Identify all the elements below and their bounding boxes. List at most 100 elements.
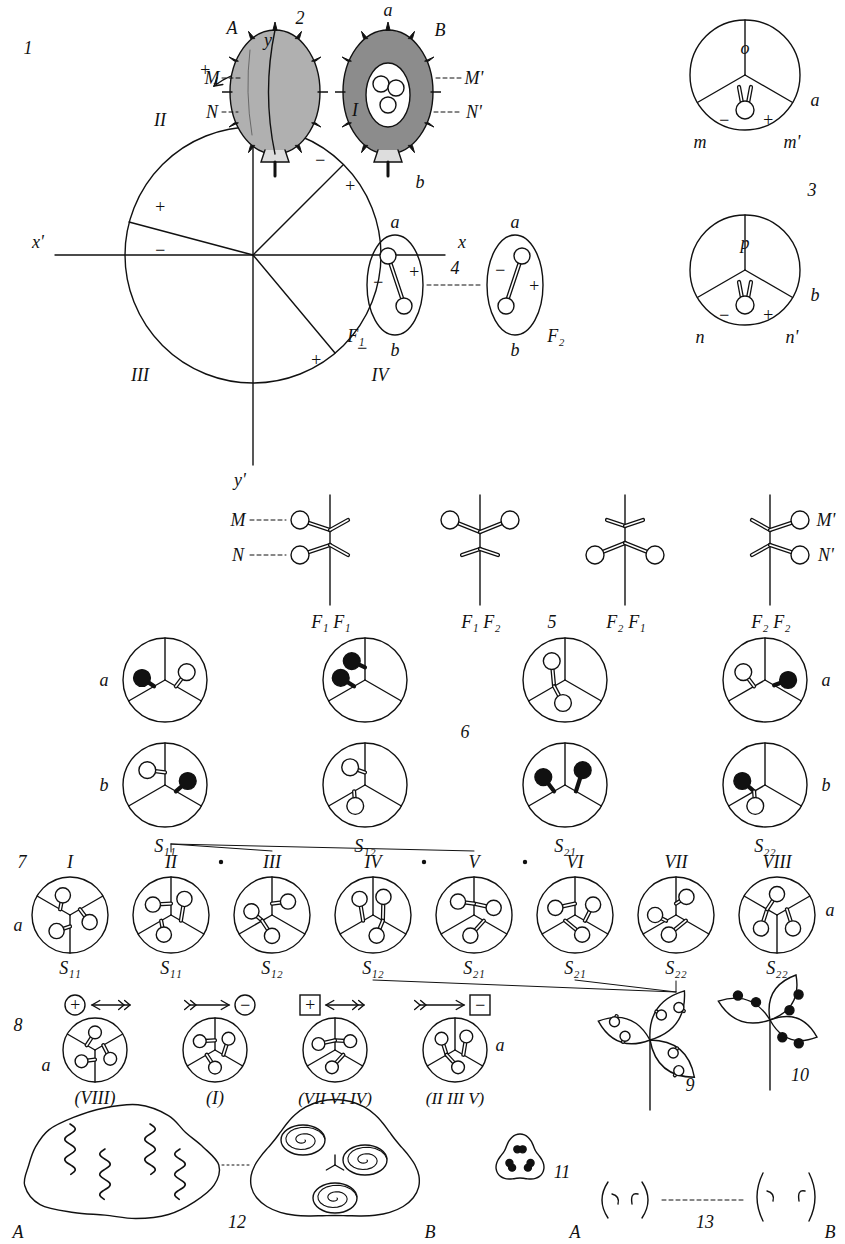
seed <box>674 1002 684 1012</box>
ovary-section <box>323 638 407 722</box>
seed <box>463 928 478 943</box>
figure-label: M' <box>465 69 484 87</box>
fruit <box>230 30 320 154</box>
septum <box>365 680 401 701</box>
spine <box>425 57 434 61</box>
figure-label: F₂ <box>547 327 564 345</box>
arrow-feather <box>359 1001 364 1010</box>
figure-label: F₂ <box>606 613 623 631</box>
embryo-spiral <box>348 1147 387 1169</box>
radius-line <box>129 222 253 255</box>
leader <box>427 285 483 286</box>
funicle <box>752 520 770 530</box>
leader <box>250 520 286 521</box>
seed <box>501 511 519 529</box>
figure-label: m' <box>784 133 801 151</box>
leader <box>250 555 286 556</box>
arrow-feather <box>421 1001 426 1010</box>
figure-label: (I) <box>206 1089 224 1107</box>
seed <box>104 1052 117 1065</box>
spine <box>335 92 345 93</box>
figure-label: (VIII) <box>75 1089 116 1107</box>
figure-label: (VII VI IV) <box>298 1090 372 1107</box>
figure-label: S₂₂ <box>665 959 687 977</box>
arrow-head <box>456 1001 464 1010</box>
ovary-section <box>523 743 607 827</box>
septum <box>675 877 676 915</box>
seed <box>380 248 396 264</box>
seed-filled <box>332 669 349 686</box>
arrow-feather <box>125 1001 130 1010</box>
seed <box>222 1032 235 1045</box>
leader <box>222 1165 252 1166</box>
funicle <box>330 520 348 530</box>
leader <box>662 1200 745 1201</box>
figure-label: − <box>494 261 506 279</box>
shading <box>248 50 252 135</box>
septum <box>271 877 272 915</box>
figure-number: 13 <box>696 1213 714 1231</box>
funicle <box>752 545 770 555</box>
figure-label: − <box>154 241 166 259</box>
septum <box>564 638 565 680</box>
seed <box>264 928 279 943</box>
seed <box>178 664 195 681</box>
figure-label: n <box>696 328 705 346</box>
septum <box>454 1018 455 1050</box>
septum <box>171 915 204 934</box>
figure-label: F₁ <box>333 613 350 631</box>
figure-number: 10 <box>791 1066 809 1084</box>
funicle <box>748 87 751 103</box>
funicle <box>330 545 348 555</box>
figure-label: + <box>304 996 316 1014</box>
figure-label: N' <box>466 103 482 121</box>
figure-label: IV <box>365 853 382 871</box>
figure-label: y <box>264 31 272 49</box>
septum <box>745 75 793 103</box>
arrow-feather <box>185 1001 190 1010</box>
spine <box>362 146 368 153</box>
figure-label: S₂₂ <box>766 959 788 977</box>
figure-label: o <box>741 39 750 57</box>
figure-label: x <box>458 233 466 251</box>
ovary-section <box>537 877 613 953</box>
figure-label: N' <box>818 546 834 564</box>
figure-label: a <box>42 1056 51 1074</box>
figure-label: b <box>391 341 400 359</box>
leaflet <box>650 1040 694 1077</box>
seed <box>376 889 391 904</box>
seed-filled <box>343 653 360 670</box>
embryo-spiral <box>318 1185 357 1207</box>
septum <box>697 75 745 103</box>
figure-label: + <box>69 996 81 1014</box>
ovary-section <box>523 638 607 722</box>
seed <box>347 798 364 815</box>
seed <box>291 546 309 564</box>
stem <box>649 1040 650 1110</box>
placenta-axis <box>624 495 625 605</box>
septum <box>764 638 765 680</box>
seed <box>668 1048 678 1058</box>
figure-label: A <box>227 19 238 37</box>
folded-cotyledon <box>175 1149 186 1199</box>
septum <box>564 743 565 785</box>
ovule <box>524 1164 531 1171</box>
figure-label: A <box>13 1223 24 1241</box>
ovary-section <box>423 1018 487 1082</box>
funicle <box>607 520 625 526</box>
spine <box>249 31 255 38</box>
spine <box>431 92 441 93</box>
seed-filled <box>780 672 797 689</box>
seed <box>486 900 501 915</box>
hook <box>612 1194 618 1204</box>
figure-label: F₂ <box>773 613 790 631</box>
figure-number: 6 <box>461 723 470 741</box>
figure-label: − <box>718 306 730 324</box>
seed <box>244 904 259 919</box>
carpel-outline <box>367 235 423 335</box>
figure-label: I <box>352 101 358 119</box>
figure-number: 12 <box>228 1213 246 1231</box>
ovule <box>506 1160 513 1167</box>
figure-label: A <box>570 1223 581 1241</box>
leader <box>222 112 238 113</box>
